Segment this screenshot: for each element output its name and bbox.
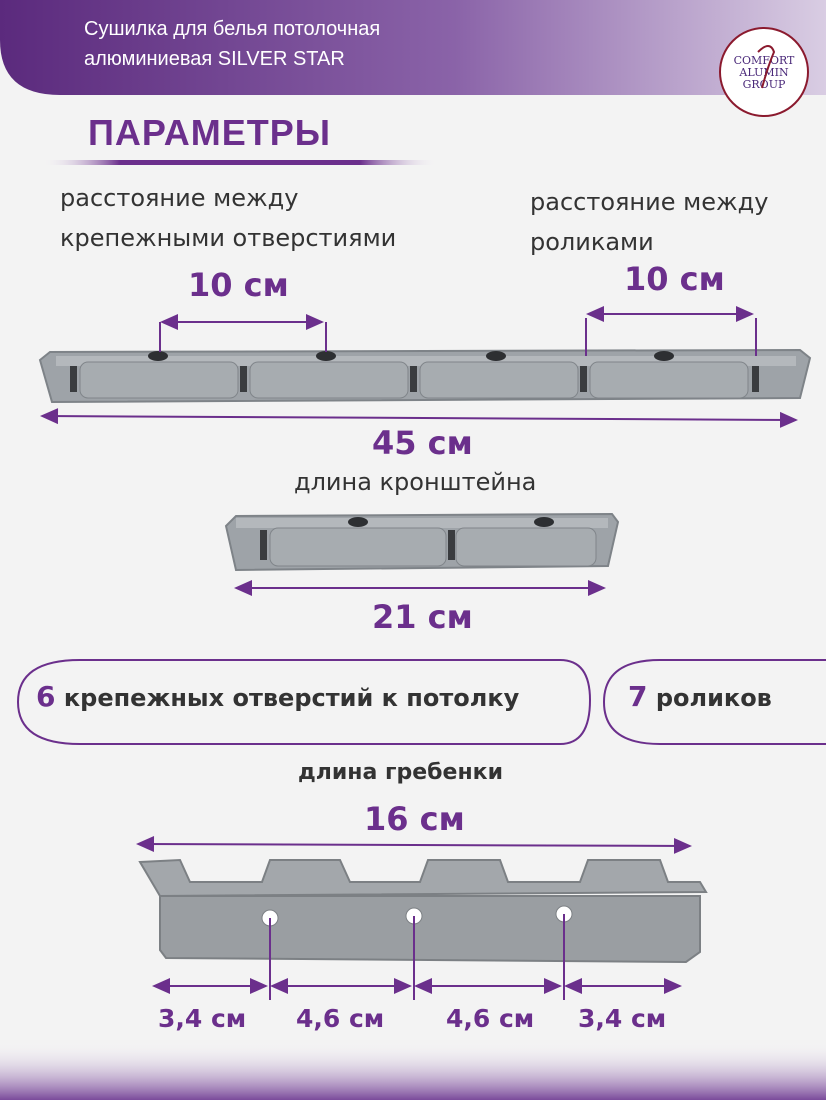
- logo-line-1: COMFORT: [734, 54, 795, 67]
- rollers-distance-label-line2: роликами: [530, 228, 654, 256]
- brand-logo: COMFORT ALUMIN GROUP: [719, 27, 809, 117]
- rollers-pill: [602, 659, 826, 745]
- logo-line-3: GROUP: [743, 78, 786, 91]
- rollers-distance-label-line1: расстояние между: [530, 188, 769, 216]
- holes-count-caption: крепежных отверстий к потолку: [63, 684, 520, 712]
- comb-segment-2: 4,6 см: [296, 1004, 385, 1033]
- rollers-count-caption: роликов: [655, 684, 772, 712]
- comb-segment-4: 3,4 см: [578, 1004, 667, 1033]
- logo-line-2: ALUMIN: [738, 66, 789, 79]
- holes-count-text: 6 крепежных отверстий к потолку: [36, 680, 519, 713]
- short-bracket-length: 21 см: [372, 598, 473, 636]
- rollers-count: 7: [628, 680, 648, 713]
- title-underline: [40, 160, 440, 165]
- holes-distance-value: 10 см: [188, 266, 289, 304]
- comb-length-value: 16 см: [364, 800, 465, 838]
- product-title: Сушилка для белья потолочная алюминиевая…: [84, 14, 380, 74]
- short-bracket: [224, 512, 620, 572]
- comb-segment-1: 3,4 см: [158, 1004, 247, 1033]
- rollers-distance-value: 10 см: [624, 260, 725, 298]
- holes-pill: [16, 659, 592, 745]
- comb-length-label: длина гребенки: [298, 760, 503, 785]
- header-band: [0, 0, 826, 95]
- holes-distance-label-line2: крепежными отверстиями: [60, 224, 397, 252]
- product-title-line1: Сушилка для белья потолочная: [84, 18, 381, 40]
- rollers-count-text: 7 роликов: [628, 680, 772, 713]
- long-bracket: [38, 348, 812, 404]
- product-title-line2: алюминиевая SILVER STAR: [84, 48, 345, 70]
- long-bracket-length: 45 см: [372, 424, 473, 462]
- section-title: ПАРАМЕТРЫ: [88, 112, 331, 153]
- holes-distance-label-line1: расстояние между: [60, 184, 299, 212]
- comb-segment-3: 4,6 см: [446, 1004, 535, 1033]
- bracket-length-label: длина кронштейна: [294, 468, 537, 496]
- rollers-distance-label: расстояние между роликами: [530, 182, 768, 262]
- holes-count: 6: [36, 680, 56, 713]
- holes-distance-label: расстояние между крепежными отверстиями: [60, 178, 396, 258]
- comb: [138, 858, 708, 964]
- footer-band: [0, 1040, 826, 1100]
